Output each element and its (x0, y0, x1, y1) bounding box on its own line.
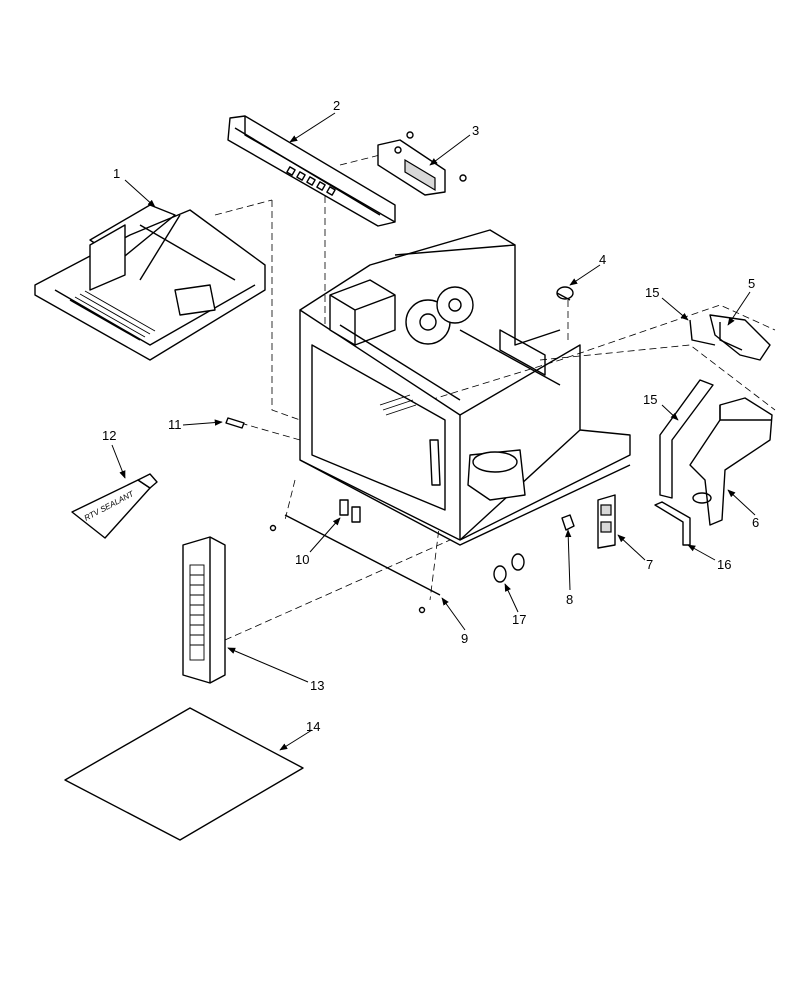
part-15-lower-strip (659, 379, 714, 499)
callout-9: 9 (461, 631, 468, 646)
part-3-bracket (377, 131, 467, 196)
part-13-handle-trim (182, 536, 226, 684)
callout-labels: 1 2 3 4 5 6 7 8 9 10 11 12 13 14 15 15 1… (102, 98, 759, 734)
callout-3: 3 (472, 123, 479, 138)
main-cabinet-assembly (299, 229, 631, 546)
callout-15-upper: 15 (645, 285, 659, 300)
callout-16: 16 (717, 557, 731, 572)
part-17-clips (493, 553, 525, 583)
callout-14: 14 (306, 719, 320, 734)
callout-11: 11 (168, 417, 182, 432)
callout-7: 7 (646, 557, 653, 572)
callout-15-lower: 15 (643, 392, 657, 407)
callout-1: 1 (113, 166, 120, 181)
callout-2: 2 (333, 98, 340, 113)
part-16-gasket (654, 501, 691, 546)
part-15-upper-bracket (689, 319, 716, 346)
callout-13: 13 (310, 678, 324, 693)
part-14-flat-panel (64, 707, 304, 841)
assembly-guide-lines (214, 154, 776, 641)
callout-8: 8 (566, 592, 573, 607)
part-7-switch-bracket (597, 494, 616, 549)
part-5-bracket (709, 314, 771, 361)
callout-10: 10 (295, 552, 309, 567)
part-2-control-panel (227, 115, 396, 227)
part-4-clamp (556, 286, 574, 301)
part-1-base-tray (34, 204, 266, 361)
part-6-cover-shield (689, 397, 773, 526)
callout-6: 6 (752, 515, 759, 530)
callout-17: 17 (512, 612, 526, 627)
part-9-trim-strip (269, 514, 441, 614)
part-10-spacers (339, 499, 361, 523)
callout-5: 5 (748, 276, 755, 291)
callout-12: 12 (102, 428, 116, 443)
part-11-pin (225, 417, 245, 429)
callout-4: 4 (599, 252, 606, 267)
part-12-sealant-tube: RTV SEALANT (71, 473, 158, 539)
leader-lines (111, 112, 756, 751)
part-8-switch (561, 514, 575, 531)
